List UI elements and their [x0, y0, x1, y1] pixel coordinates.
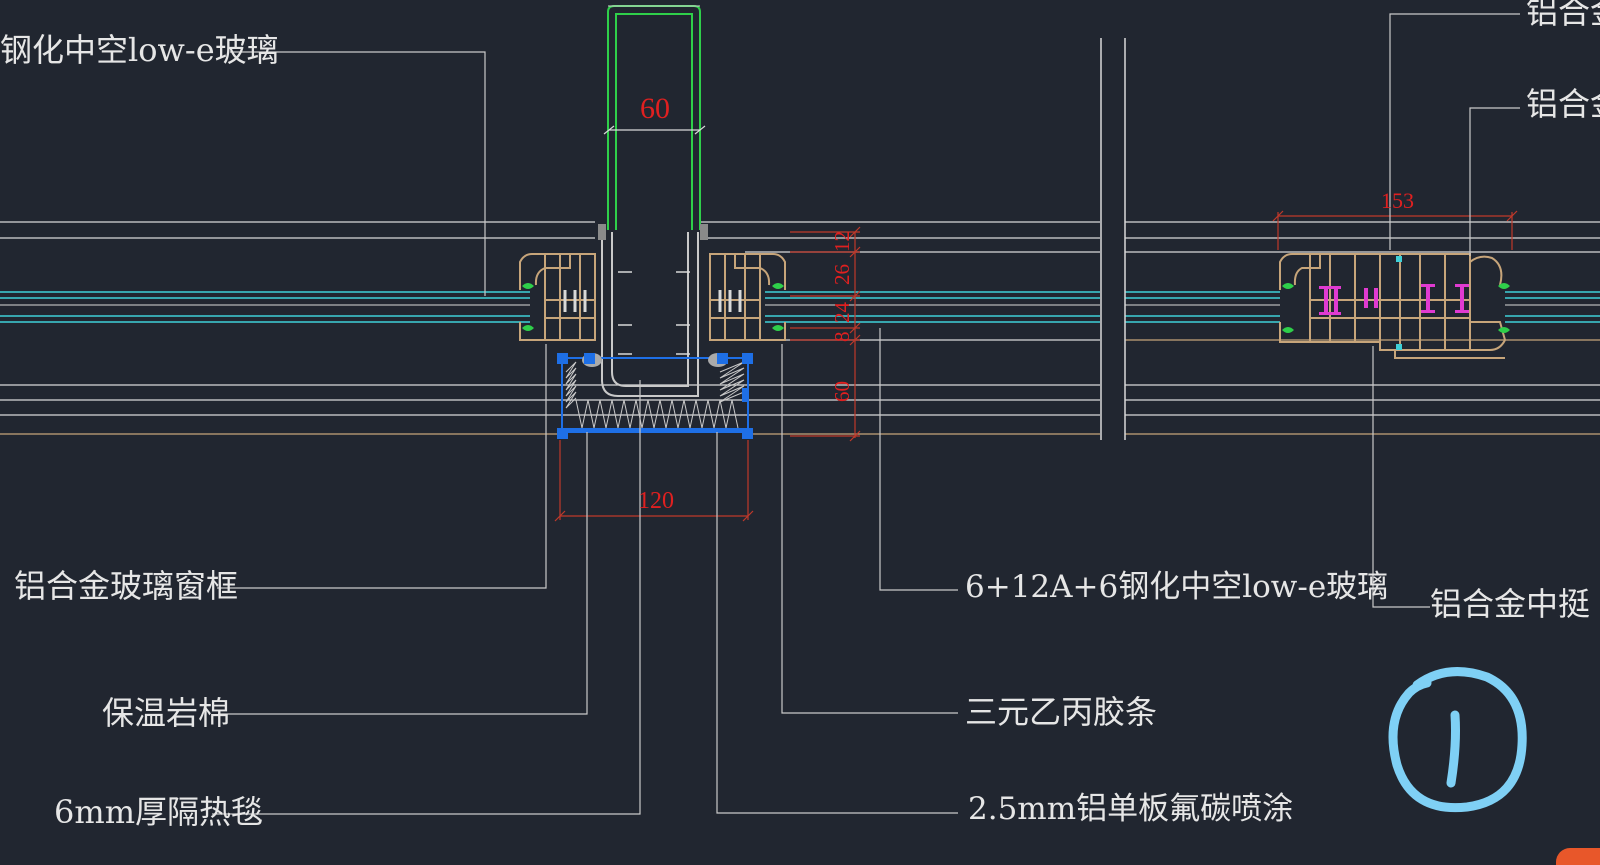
detail-marker-icon: [1388, 667, 1527, 813]
mullion-gaskets: [1319, 284, 1469, 315]
label-insulation-blanket: 6mm厚隔热毯: [54, 793, 264, 831]
right-window-frame: [709, 253, 786, 341]
glass-lines: [0, 291, 1600, 323]
dim-text-12: 12: [830, 231, 854, 252]
leader-lines: [212, 13, 1520, 815]
right-thermal-break: [718, 290, 742, 312]
dim-text-26: 26: [830, 264, 854, 285]
left-window-frame: [519, 253, 596, 341]
label-top-left-glass: 钢化中空low-e玻璃: [0, 31, 279, 69]
left-gaskets: [522, 283, 534, 331]
label-glass-spec: 6+12A+6钢化中空low-e玻璃: [965, 569, 1389, 605]
break-lines: [1100, 38, 1126, 440]
insulation-cavity: [561, 353, 749, 433]
grip-handles: [557, 353, 753, 439]
horizontal-lines: [0, 221, 1600, 435]
dim-153: [1272, 210, 1518, 250]
label-top-right-2: 铝合金: [1526, 85, 1600, 123]
dim-chain-vertical: [790, 226, 861, 442]
dim-text-60-side: 60: [830, 381, 854, 402]
steel-tube: [607, 5, 701, 230]
dim-text-24: 24: [830, 302, 854, 323]
dim-60-top: [603, 125, 706, 135]
bolts: [618, 271, 690, 355]
app-logo-icon: [1556, 848, 1600, 865]
dim-text-120: 120: [638, 488, 674, 514]
label-aluminum-panel: 2.5mm铝单板氟碳喷涂: [968, 791, 1294, 827]
right-gaskets: [772, 283, 784, 331]
left-thermal-break: [563, 290, 587, 312]
label-epdm-strip: 三元乙丙胶条: [965, 693, 1158, 731]
label-mullion: 铝合金中挺: [1430, 585, 1591, 623]
mullion-assembly: [1279, 253, 1507, 359]
dim-text-153: 153: [1381, 188, 1414, 213]
dim-text-60-top: 60: [640, 92, 670, 125]
label-top-right-1: 铝合金: [1526, 0, 1600, 31]
label-window-frame: 铝合金玻璃窗框: [14, 567, 239, 605]
label-rock-wool: 保温岩棉: [102, 694, 231, 732]
dim-text-8: 8: [830, 331, 854, 343]
bracket: [601, 232, 699, 397]
